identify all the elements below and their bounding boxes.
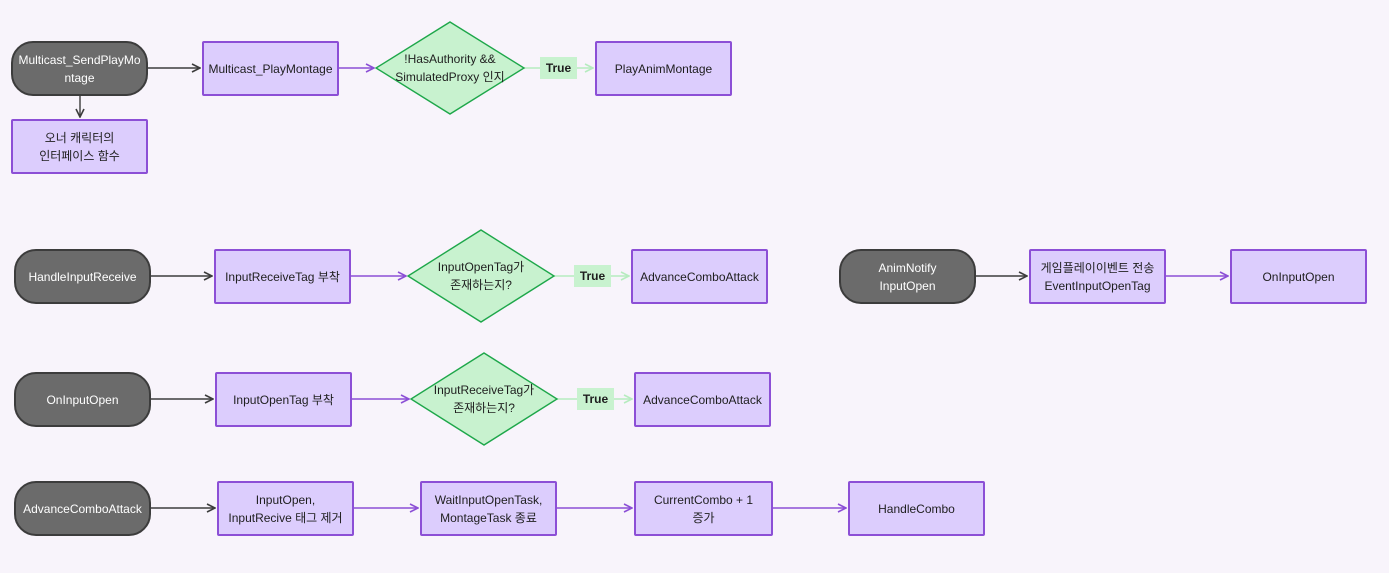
decision-label-1: !HasAuthority && SimulatedProxy 인지 [395, 52, 505, 84]
process-attach-input-open-tag: InputOpenTag 부착 [215, 372, 352, 427]
start-multicast-send-play-montage: Multicast_SendPlayMo ntage [11, 41, 148, 96]
decision-label-2: InputOpenTag가 존재하는지? [437, 260, 525, 292]
process-advance-combo-attack-1: AdvanceComboAttack [631, 249, 768, 304]
decision-diamond-3 [409, 352, 559, 446]
start-anim-notify-input-open: AnimNotify InputOpen [839, 249, 976, 304]
true-label-2: True [574, 265, 611, 287]
process-increase-current-combo: CurrentCombo + 1 증가 [634, 481, 773, 536]
decision-diamond-2 [406, 229, 556, 323]
process-advance-combo-attack-2: AdvanceComboAttack [634, 372, 771, 427]
process-owner-interface-function: 오너 캐릭터의 인터페이스 함수 [11, 119, 148, 174]
process-attach-input-receive-tag: InputReceiveTag 부착 [214, 249, 351, 304]
decision-diamond-1 [374, 21, 526, 115]
start-handle-input-receive: HandleInputReceive [14, 249, 151, 304]
true-label-3: True [577, 388, 614, 410]
process-multicast-play-montage: Multicast_PlayMontage [202, 41, 339, 96]
process-handle-combo: HandleCombo [848, 481, 985, 536]
decision-label-3: InputReceiveTag가 존재하는지? [433, 383, 535, 415]
process-remove-input-tags: InputOpen, InputRecive 태그 제거 [217, 481, 354, 536]
start-on-input-open: OnInputOpen [14, 372, 151, 427]
process-play-anim-montage: PlayAnimMontage [595, 41, 732, 96]
process-on-input-open: OnInputOpen [1230, 249, 1367, 304]
process-end-wait-tasks: WaitInputOpenTask, MontageTask 종료 [420, 481, 557, 536]
true-label-1: True [540, 57, 577, 79]
process-send-gameplay-event: 게임플레이이벤트 전송 EventInputOpenTag [1029, 249, 1166, 304]
start-advance-combo-attack: AdvanceComboAttack [14, 481, 151, 536]
